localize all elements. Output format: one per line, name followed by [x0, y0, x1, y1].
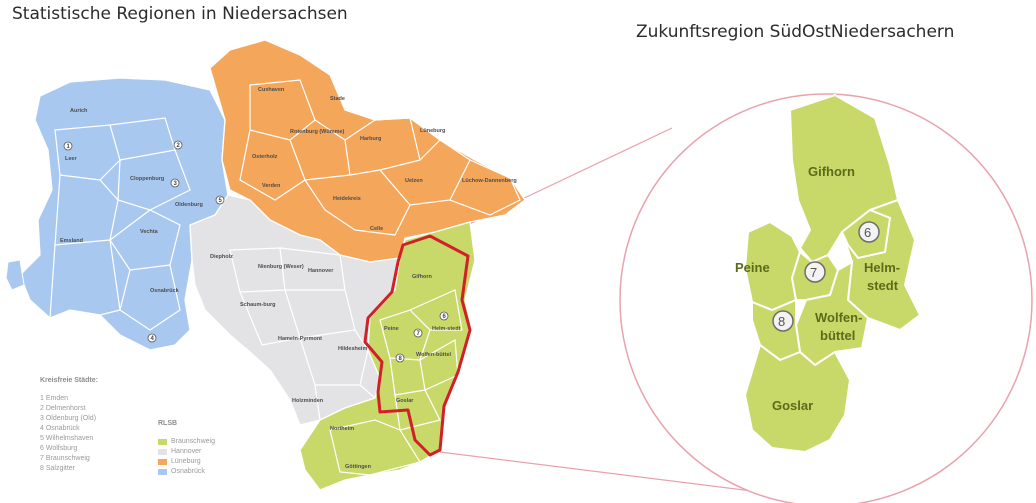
label-osterholz: Osterholz [252, 154, 278, 160]
zoom-label-helmstedt-2: stedt [867, 278, 899, 293]
label-schaumburg: Schaum-burg [240, 302, 275, 308]
zoom-goslar [743, 343, 852, 454]
label-hameln: Hameln-Pyrmont [278, 336, 322, 342]
label-luechow: Lüchow-Dannenberg [462, 178, 517, 184]
legend-regions-heading: RLSB [158, 420, 178, 427]
label-osnabrueck: Osnabrück [150, 288, 180, 294]
label-lueneburg: Lüneburg [420, 128, 445, 134]
legend-regions: RLSB Braunschweig Hannover Lüneburg Osna… [158, 419, 215, 477]
label-heidekreis: Heidekreis [333, 196, 361, 202]
weser-ems-islet [5, 259, 25, 291]
legend-region-label: Braunschweig [171, 438, 215, 445]
legend-city-1: 1 Emden [40, 395, 69, 402]
region-braunschweig [299, 221, 476, 491]
marker-5: 5 [219, 198, 223, 204]
zoom-label-goslar: Goslar [772, 398, 813, 413]
zoom-marker-7-circle [804, 261, 826, 283]
zukunftsregion-outline [363, 234, 472, 457]
label-northeim: Northeim [330, 426, 354, 432]
label-goslar: Goslar [396, 398, 414, 404]
legend-cities: Kreisfreie Städte: 1 Emden 2 Delmenhorst… [40, 376, 98, 474]
label-wolfenbuettel: Wolfen-büttel [416, 352, 452, 358]
legend-city-6: 6 Wolfsburg [40, 445, 78, 452]
legend-city-7: 7 Braunschweig [40, 455, 90, 462]
legend-city-4: 4 Osnabrück [40, 425, 80, 432]
label-leer: Leer [65, 156, 77, 162]
zoom-marker-8: 8 [778, 314, 785, 329]
marker-3: 3 [174, 181, 178, 187]
legend-cities-heading: Kreisfreie Städte: [40, 377, 98, 384]
zoom-label-wolfenbuettel-1: Wolfen- [815, 310, 862, 325]
zoom-marker-8-circle [772, 310, 794, 332]
marker-6: 6 [443, 314, 447, 320]
label-uelzen: Uelzen [405, 178, 423, 184]
legend-region-label: Lüneburg [171, 458, 201, 465]
label-cloppenburg: Cloppenburg [130, 176, 164, 182]
label-emsland: Emsland [60, 238, 83, 244]
label-holzminden: Holzminden [292, 398, 324, 404]
zoom-label-gifhorn: Gifhorn [808, 164, 855, 179]
map-labels: Aurich Leer Emsland Cloppenburg Vechta O… [60, 87, 517, 470]
zoom-marker-6-circle [858, 221, 880, 243]
marker-2: 2 [177, 143, 181, 149]
legend-swatch-osnabrueck [158, 469, 167, 475]
label-hildesheim: Hildesheim [338, 346, 367, 352]
legend-swatch-lueneburg [158, 459, 167, 465]
zoom-region: Gifhorn Peine Helm- stedt Wolfen- büttel… [735, 93, 922, 454]
legend-region-hannover: Hannover [158, 447, 215, 457]
legend-region-braunschweig: Braunschweig [158, 437, 215, 447]
label-verden: Verden [262, 183, 281, 189]
legend-city-2: 2 Delmenhorst [40, 405, 86, 412]
marker-4: 4 [151, 336, 155, 342]
legend-swatch-hannover [158, 449, 167, 455]
zoom-gifhorn [788, 93, 900, 264]
zoom-marker-6: 6 [864, 225, 871, 240]
label-helmstedt: Helm-stedt [432, 326, 461, 332]
legend-city-3: 3 Oldenburg (Old) [40, 415, 97, 422]
label-celle: Celle [370, 226, 383, 232]
label-diepholz: Diepholz [210, 254, 233, 260]
map-markers: 1 2 3 4 5 6 7 8 [63, 140, 449, 363]
zoom-connector-bottom [439, 451, 801, 498]
label-nienburg: Nienburg (Weser) [258, 264, 304, 270]
zoom-label-peine: Peine [735, 260, 770, 275]
label-peine: Peine [384, 326, 399, 332]
label-vechta: Vechta [140, 229, 159, 235]
label-oldenburg: Oldenburg [175, 202, 203, 208]
label-goettingen: Göttingen [345, 464, 372, 470]
label-aurich: Aurich [70, 108, 88, 114]
label-gifhorn: Gifhorn [412, 274, 432, 280]
label-cuxhaven: Cuxhaven [258, 87, 285, 93]
label-rotenburg: Rotenburg (Wümme) [290, 129, 345, 135]
legend-swatch-braunschweig [158, 439, 167, 445]
legend-region-label: Hannover [171, 448, 202, 455]
label-stade: Stade [330, 96, 345, 102]
marker-7: 7 [417, 331, 421, 337]
map-title: Statistische Regionen in Niedersachsen [12, 4, 348, 24]
legend-region-osnabrueck: Osnabrück [158, 467, 215, 477]
label-hannover: Hannover [308, 268, 334, 274]
zoom-title: Zukunftsregion SüdOstNiedersachern [636, 22, 955, 42]
legend-city-5: 5 Wilhelmshaven [40, 435, 94, 442]
zoom-marker-7: 7 [810, 265, 817, 280]
label-harburg: Harburg [360, 136, 381, 142]
zoom-label-helmstedt-1: Helm- [864, 260, 900, 275]
zoom-label-wolfenbuettel-2: büttel [820, 328, 855, 343]
marker-1: 1 [67, 144, 71, 150]
legend-region-label: Osnabrück [171, 468, 205, 475]
marker-8: 8 [399, 356, 403, 362]
legend-city-8: 8 Salzgitter [40, 465, 76, 472]
legend-region-lueneburg: Lüneburg [158, 457, 215, 467]
